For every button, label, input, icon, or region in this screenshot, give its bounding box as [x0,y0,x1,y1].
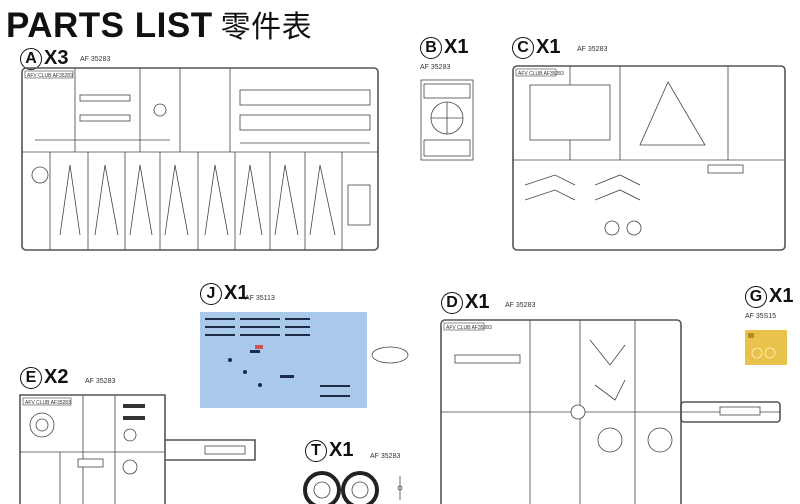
sprue-a-code: AF 35283 [80,56,111,63]
sprue-d-code: AF 35283 [505,302,536,309]
svg-text:AFV CLUB AF35283: AFV CLUB AF35283 [27,73,73,79]
sprue-c-code: AF 35283 [577,46,608,53]
sprue-t-code: AF 35283 [370,453,401,460]
sprue-e-code: AF 35283 [85,378,116,385]
svg-text:AFV CLUB AF35283: AFV CLUB AF35283 [25,400,71,406]
svg-text:AFV CLUB AF35283: AFV CLUB AF35283 [518,71,564,77]
svg-text:AFV CLUB AF35283: AFV CLUB AF35283 [446,325,492,331]
sprue-b-code: AF 35283 [420,64,451,71]
sprue-g-code: AF 35S15 [745,313,777,320]
sprue-j-code: AF 35113 [245,295,275,302]
